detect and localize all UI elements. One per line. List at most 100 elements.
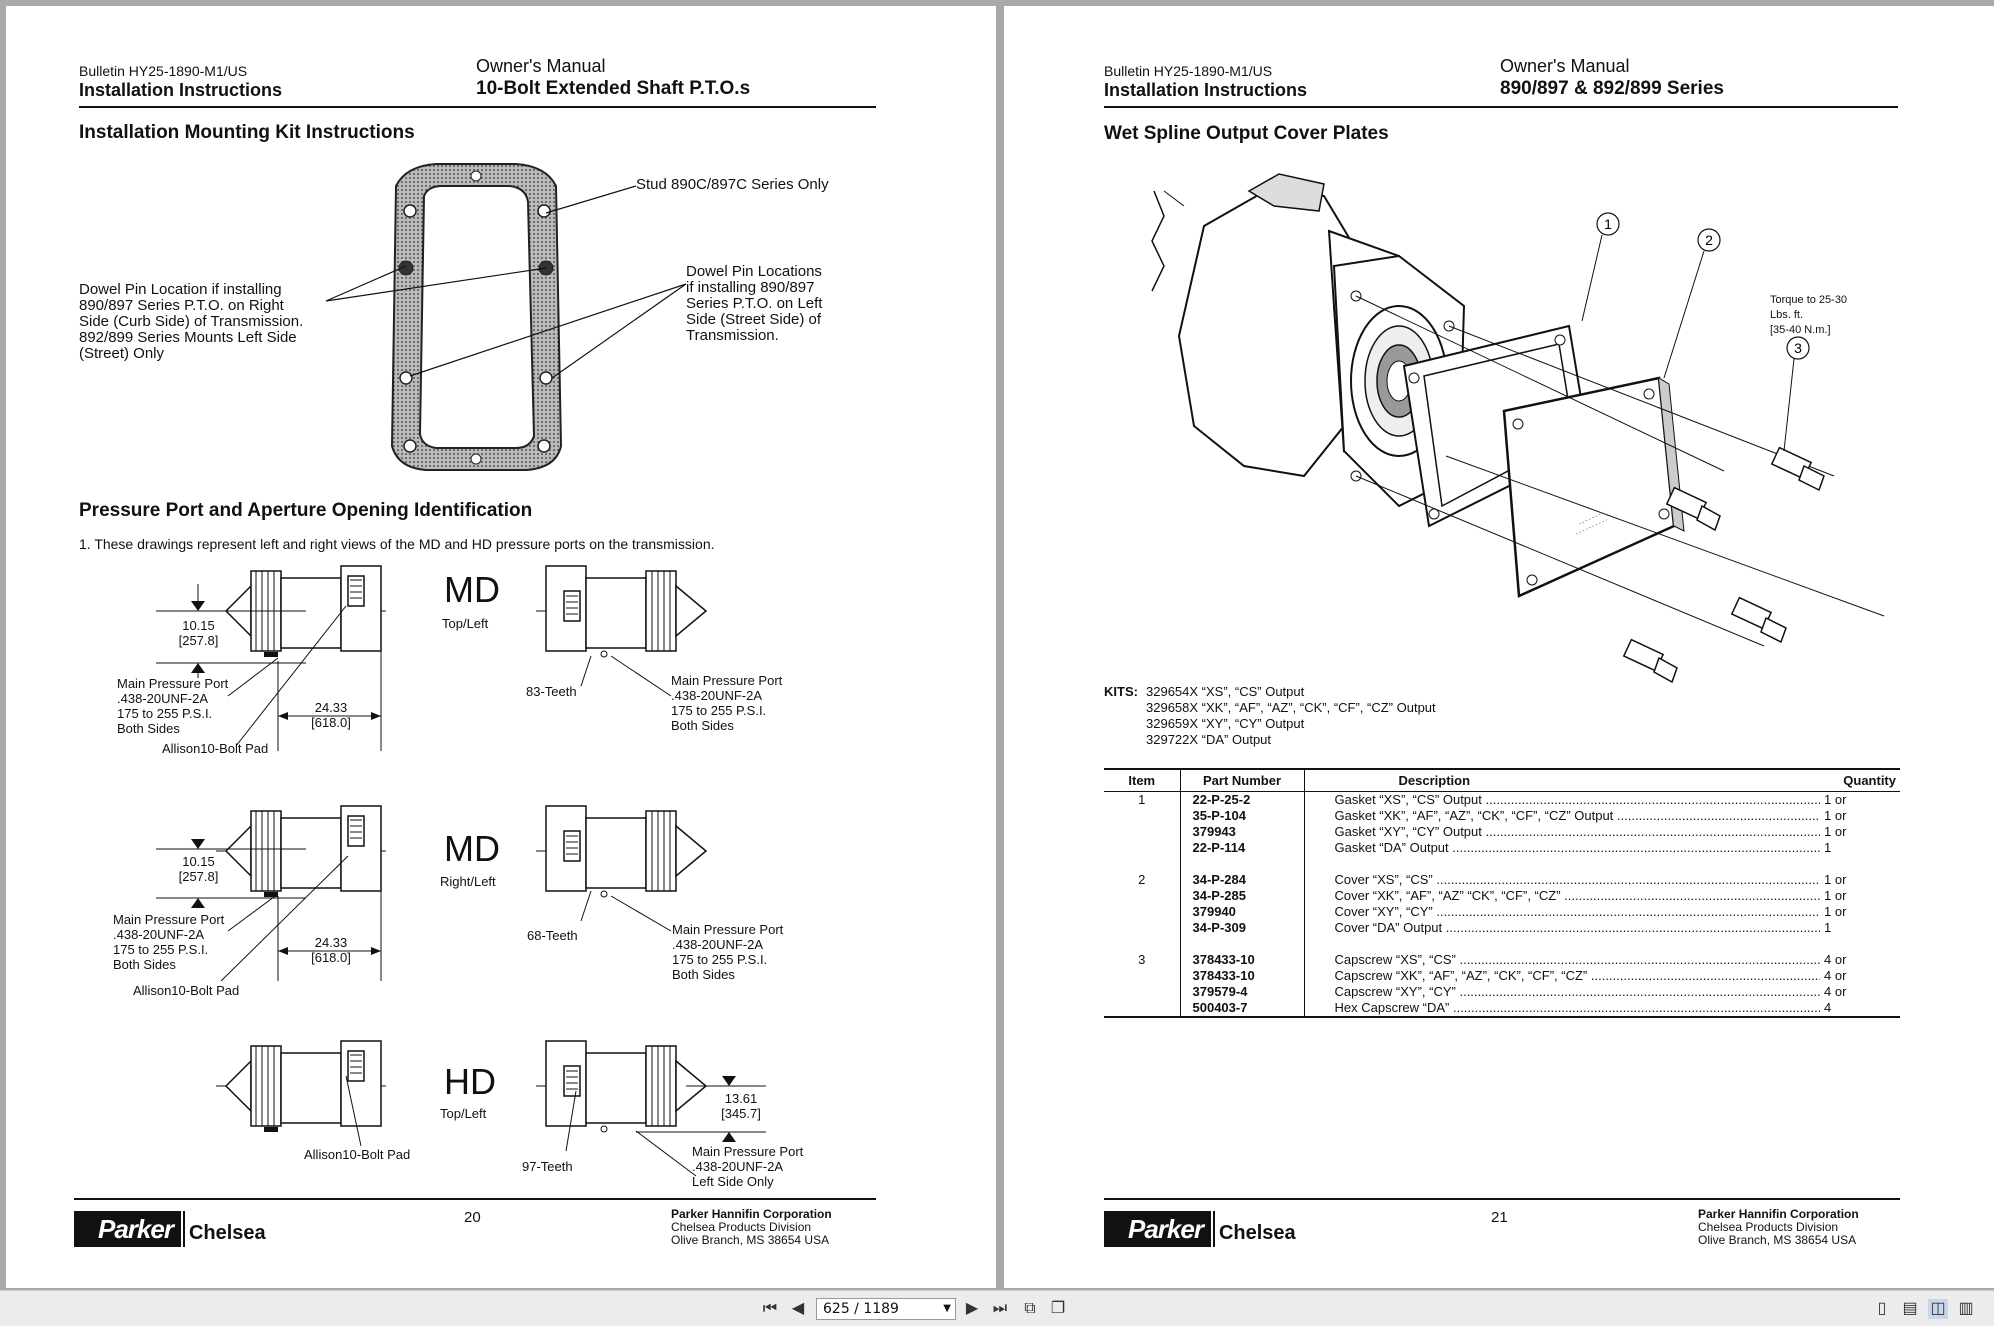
cell-quantity: 1	[1824, 920, 1832, 935]
row2-port-line: 175 to 255 P.S.I.	[113, 942, 209, 957]
cell-description: Hex Capscrew “DA” ......................…	[1304, 1000, 1820, 1018]
cell-quantity: 4 or	[1824, 984, 1847, 999]
kits-list: 329654X “XS”, “CS” Output 329658X “XK”, …	[1146, 684, 1436, 748]
heading-pressure-port: Pressure Port and Aperture Opening Ident…	[79, 500, 533, 521]
row2-pad-label: Allison10-Bolt Pad	[133, 983, 240, 998]
dowel-left-line: Dowel Pin Locations	[686, 263, 822, 280]
row2-port-line: .438-20UNF-2A	[113, 927, 205, 942]
cell-item	[1104, 824, 1181, 840]
fit-width-icon[interactable]: ❐	[1050, 1300, 1066, 1317]
description-text: Capscrew “XS”, “CS”	[1334, 952, 1456, 967]
row3-port-right-line: Left Side Only	[692, 1174, 774, 1189]
fit-page-icon[interactable]: ⧉	[1024, 1300, 1036, 1317]
row3-view: Top/Left	[440, 1106, 487, 1121]
cell-description: Cover “XK”, “AF”, “AZ” “CK”, “CF”, “CZ” …	[1304, 888, 1821, 904]
torque-line: Lbs. ft.	[1770, 309, 1804, 321]
parker-logo-text: Parker	[74, 1211, 181, 1247]
cell-description: Gasket “XK”, “AF”, “AZ”, “CK”, “CF”, “CZ…	[1304, 808, 1821, 824]
bulletin-number: Bulletin HY25-1890-M1/US	[79, 63, 248, 79]
kit-item: 329659X “XY”, “CY” Output	[1146, 716, 1305, 731]
bulletin-number: Bulletin HY25-1890-M1/US	[1104, 63, 1273, 79]
section-title: Installation Instructions	[79, 80, 283, 100]
row2-dim1-mm: [257.8]	[178, 869, 219, 884]
row3-dim-mm: [345.7]	[721, 1106, 761, 1121]
first-page-icon[interactable]: ⏮	[762, 1300, 778, 1317]
row2-port-right-label: Main Pressure Port .438-20UNF-2A 175 to …	[672, 922, 783, 982]
row3-dimension-lines	[345, 1075, 766, 1177]
cell-description: Gasket “DA” Output .....................…	[1304, 840, 1821, 872]
page-20: Bulletin HY25-1890-M1/US Installation In…	[6, 6, 996, 1288]
row1-port-line: Both Sides	[117, 721, 180, 736]
row2-port-right-line: Main Pressure Port	[672, 922, 784, 937]
cell-item	[1104, 888, 1181, 904]
cell-quantity: 4 or	[1824, 968, 1847, 983]
cell-item: 1	[1104, 791, 1181, 808]
chelsea-logo-text: Chelsea	[1212, 1211, 1296, 1247]
row3-port-right-line: Main Pressure Port	[692, 1144, 804, 1159]
page-indicator[interactable]: 625 / 1189 ▼	[816, 1298, 956, 1320]
header-rule	[1104, 106, 1898, 108]
torque-note: Torque to 25-30 Lbs. ft. [35-40 N.m.]	[1770, 293, 1847, 338]
dowel-right-line: 892/899 Series Mounts Left Side	[79, 329, 297, 346]
cell-item	[1104, 808, 1181, 824]
row3-port-right-label: Main Pressure Port .438-20UNF-2A Left Si…	[692, 1144, 803, 1189]
cell-part-number: 378433-10	[1180, 968, 1305, 984]
row1-view: Top/Left	[442, 616, 489, 631]
leader-dots: ........................................…	[1459, 952, 1820, 967]
row2-teeth: 68-Teeth	[527, 928, 578, 943]
row2-dim2-in: 24.33	[314, 935, 348, 950]
kits-label: KITS:	[1104, 684, 1138, 699]
row2-port-line: Both Sides	[113, 957, 176, 972]
torque-line: Torque to 25-30	[1770, 294, 1848, 306]
next-page-icon[interactable]: ▶	[965, 1300, 979, 1317]
cell-quantity: 1	[1824, 840, 1832, 855]
row2-port-label: Main Pressure Port .438-20UNF-2A 175 to …	[113, 912, 224, 972]
cell-part-number: 379579-4	[1180, 984, 1305, 1000]
row1-dim2-mm: [618.0]	[311, 715, 351, 730]
kit-item: 329658X “XK”, “AF”, “AZ”, “CK”, “CF”, “C…	[1146, 700, 1436, 715]
row2-dimension-lines	[156, 839, 672, 982]
row2-port-right-line: 175 to 255 P.S.I.	[672, 952, 768, 967]
row1-dimension-lines	[156, 584, 672, 751]
description-text: Gasket “DA” Output	[1334, 840, 1449, 855]
prev-page-icon[interactable]: ◀	[791, 1300, 805, 1317]
page-number: 20	[464, 1209, 481, 1226]
cell-description: Gasket “XY”, “CY” Output ...............…	[1304, 824, 1821, 840]
document-viewer[interactable]: Bulletin HY25-1890-M1/US Installation In…	[0, 0, 1994, 1290]
single-page-icon[interactable]: ▯	[1877, 1300, 1887, 1317]
leader-dots: ........................................…	[1459, 984, 1820, 999]
description-text: Cover “XY”, “CY”	[1334, 904, 1433, 919]
cell-item: 2	[1104, 872, 1181, 888]
description-text: Capscrew “XY”, “CY”	[1334, 984, 1456, 999]
description-text: Gasket “XS”, “CS” Output	[1334, 792, 1482, 807]
cell-description: Capscrew “XY”, “CY” ....................…	[1304, 984, 1821, 1000]
col-part-number: Part Number	[1180, 768, 1305, 792]
description-text: Cover “DA” Output	[1334, 920, 1443, 935]
parts-table-header: Item Part Number Description Quantity	[1104, 768, 1900, 792]
continuous-page-icon[interactable]: ▤	[1902, 1300, 1918, 1317]
row2-port-right-line: .438-20UNF-2A	[672, 937, 764, 952]
cell-quantity: 1 or	[1824, 888, 1847, 903]
two-page-continuous-icon[interactable]: ▥	[1958, 1300, 1974, 1317]
leader-dots: ........................................…	[1564, 888, 1820, 903]
subject-title: 10-Bolt Extended Shaft P.T.O.s	[476, 78, 751, 99]
cell-part-number: 34-P-285	[1180, 888, 1305, 904]
leader-dots: ........................................…	[1485, 792, 1820, 807]
description-text: Cover “XK”, “AF”, “AZ” “CK”, “CF”, “CZ”	[1334, 888, 1561, 903]
row3-dim: 13.61[345.7]	[716, 1091, 766, 1121]
row3-model: HD	[444, 1061, 496, 1102]
two-page-icon[interactable]: ◫	[1928, 1299, 1948, 1319]
footer-rule	[1104, 1198, 1900, 1200]
dowel-left-line: if installing 890/897	[686, 279, 815, 296]
cell-item	[1104, 904, 1181, 920]
last-page-icon[interactable]: ⏭	[992, 1300, 1008, 1317]
cell-description: Cover “XY”, “CY” .......................…	[1304, 904, 1821, 920]
row1-pad-label: Allison10-Bolt Pad	[162, 741, 269, 756]
chevron-down-icon[interactable]: ▼	[943, 1303, 951, 1314]
row1-port-right-line: 175 to 255 P.S.I.	[671, 703, 767, 718]
